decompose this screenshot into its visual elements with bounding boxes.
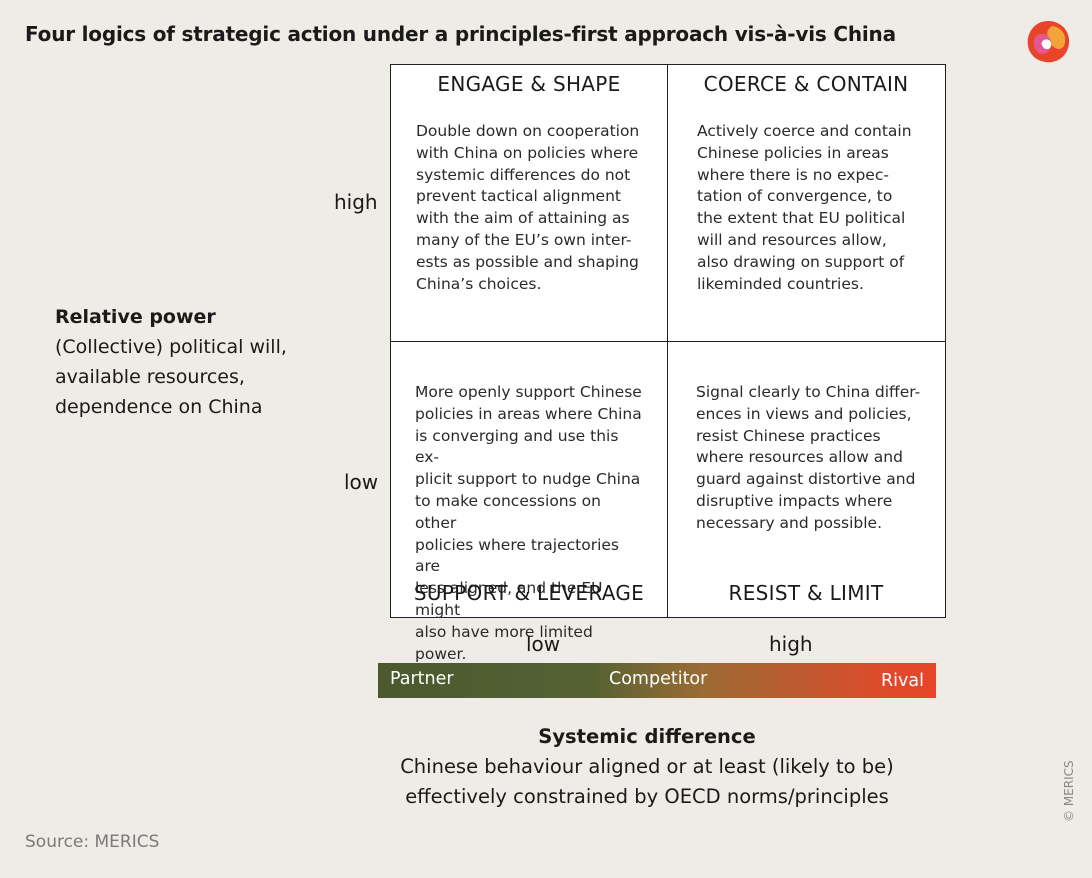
y-axis-title: Relative power (Collective) political wi… [55, 302, 287, 422]
quadrant-matrix: ENGAGE & SHAPE Double down on cooperatio… [390, 64, 946, 663]
x-level-low: low [526, 632, 561, 656]
quadrant-text-engage-shape: Double down on cooperation with China on… [416, 122, 640, 293]
chart-title: Four logics of strategic action under a … [25, 22, 896, 46]
y-axis-heading: Relative power [55, 306, 216, 328]
quadrant-text-resist-limit: Signal clearly to China differ- ences in… [696, 383, 921, 532]
source-note: Source: MERICS [25, 832, 160, 852]
x-level-high: high [769, 632, 813, 656]
copyright-note: © MERICS [1062, 760, 1076, 822]
quadrant-text-coerce-contain: Actively coerce and contain Chinese poli… [697, 122, 912, 293]
quadrant-title-support-leverage: SUPPORT & LEVERAGE [413, 581, 645, 605]
y-level-low: low [344, 470, 379, 494]
quadrant-title-resist-limit: RESIST & LIMIT [728, 581, 884, 605]
quadrant-text-support-leverage: More openly support Chinese policies in … [415, 383, 642, 663]
matrix-horizontal-divider [391, 341, 945, 342]
y-level-high: high [334, 190, 378, 214]
y-axis-subtitle-line: (Collective) political will, [55, 336, 287, 358]
scale-label-rival: Rival [881, 671, 924, 691]
y-axis-subtitle-line: available resources, [55, 366, 245, 388]
scale-label-competitor: Competitor [609, 669, 708, 689]
systemic-difference-scale-bar: Partner Competitor Rival [378, 663, 936, 698]
quadrant-title-engage-shape: ENGAGE & SHAPE [437, 72, 621, 96]
merics-logo-icon [1027, 21, 1070, 63]
quadrant-title-coerce-contain: COERCE & CONTAIN [703, 72, 909, 96]
x-axis-subtitle-line: effectively constrained by OECD norms/pr… [405, 785, 889, 808]
x-axis-heading: Systemic difference [538, 725, 756, 748]
x-axis-subtitle-line: Chinese behaviour aligned or at least (l… [400, 755, 894, 778]
x-axis-title: Systemic difference Chinese behaviour al… [380, 722, 914, 812]
y-axis-subtitle-line: dependence on China [55, 396, 263, 418]
scale-label-partner: Partner [390, 669, 454, 689]
